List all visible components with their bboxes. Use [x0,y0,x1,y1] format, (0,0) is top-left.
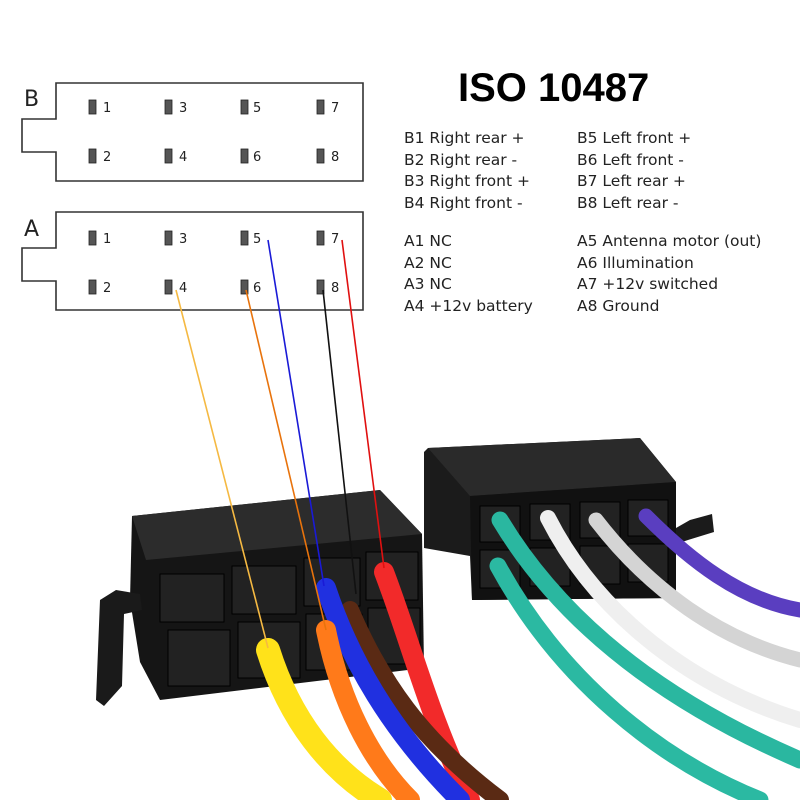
pin-label: 5 [253,101,261,116]
connector-a-top-face [132,490,422,560]
pin-label: 4 [179,150,187,165]
legend-item: B6 Left front - [577,150,684,169]
pin-label: 2 [103,281,111,296]
pin-label: 3 [179,101,187,116]
pin [164,230,173,246]
pin [240,99,249,115]
pin [164,279,173,295]
pin [240,148,249,164]
wire-purple [638,508,800,618]
wire-orange [316,620,420,800]
page-title: ISO 10487 [458,66,650,110]
pin [240,279,249,295]
connector-a-outline [21,211,364,311]
legend-item: A5 Antenna motor (out) [577,232,762,250]
legend-b-left: B1 Right rear + B2 Right rear - B3 Right… [404,128,530,214]
legend-item: B8 Left rear - [577,193,679,212]
wire-teal-top [491,511,800,769]
legend-item: A7 +12v switched [577,275,719,294]
photo-wires-b [489,508,800,800]
pin-label: 8 [331,281,339,296]
photo-wires-a [256,562,509,800]
wire-white [540,510,800,728]
pin [88,279,97,295]
legend-item: B5 Left front + [577,129,692,147]
pin-label: 8 [331,150,339,165]
line-a6-orange [245,289,327,631]
legend-item: A4 +12v battery [404,296,533,315]
pin-label: 6 [253,281,261,296]
wire-brown [341,601,509,800]
pin-label: 7 [331,101,339,116]
pin-label: 2 [103,150,111,165]
pin [316,230,325,246]
cell [159,573,225,623]
line-a7-red [341,239,385,569]
pin-label: 1 [103,101,111,116]
photo-connector-b [424,438,714,600]
cell [167,629,231,687]
legend-item: A2 NC [404,253,452,272]
pin [88,99,97,115]
legend-item: B2 Right rear - [404,150,518,169]
connector-b-front-face [470,482,676,600]
pin [316,279,325,295]
line-a5-blue [267,239,325,587]
pin-label: 7 [331,232,339,247]
pin [316,99,325,115]
pin [240,230,249,246]
legend-item: B1 Right rear + [404,129,525,147]
pin [164,99,173,115]
wire-teal-bottom [489,557,769,800]
pin [164,148,173,164]
legend-a-right: A5 Antenna motor (out) A6 Illumination A… [577,231,761,317]
legend-item: A1 NC [404,232,452,250]
connector-b-top-face [428,438,676,496]
pin-label: 1 [103,232,111,247]
pin-label: 6 [253,150,261,165]
legend-item: B3 Right front + [404,172,530,191]
line-a4-yellow [175,289,269,649]
pin-label: 5 [253,232,261,247]
pin [88,230,97,246]
wire-blue [316,578,470,800]
cell [231,565,297,615]
legend-b-right: B5 Left front + B6 Left front - B7 Left … [577,128,691,214]
wire-grey [588,512,800,668]
connector-a-label: A [24,217,39,242]
connector-b-label: B [24,87,39,112]
legend-a-left: A1 NC A2 NC A3 NC A4 +12v battery [404,231,533,317]
pin [88,148,97,164]
connector-a-pins: 1 3 5 7 2 4 6 8 [88,230,339,296]
line-a8-black [322,289,357,595]
wire-yellow [256,638,392,800]
pin [316,148,325,164]
legend-item: A6 Illumination [577,253,694,272]
legend-item: A8 Ground [577,296,660,315]
connector-b-outline [21,82,364,182]
legend-item: A3 NC [404,275,452,294]
connector-a-clip [96,590,142,706]
legend-item: B7 Left rear + [577,172,686,191]
legend-item: B4 Right front - [404,193,523,212]
connector-b-pins: 1 3 5 7 2 4 6 8 [88,99,339,165]
pin-label: 4 [179,281,187,296]
pin-lines [175,239,385,649]
pin-label: 3 [179,232,187,247]
